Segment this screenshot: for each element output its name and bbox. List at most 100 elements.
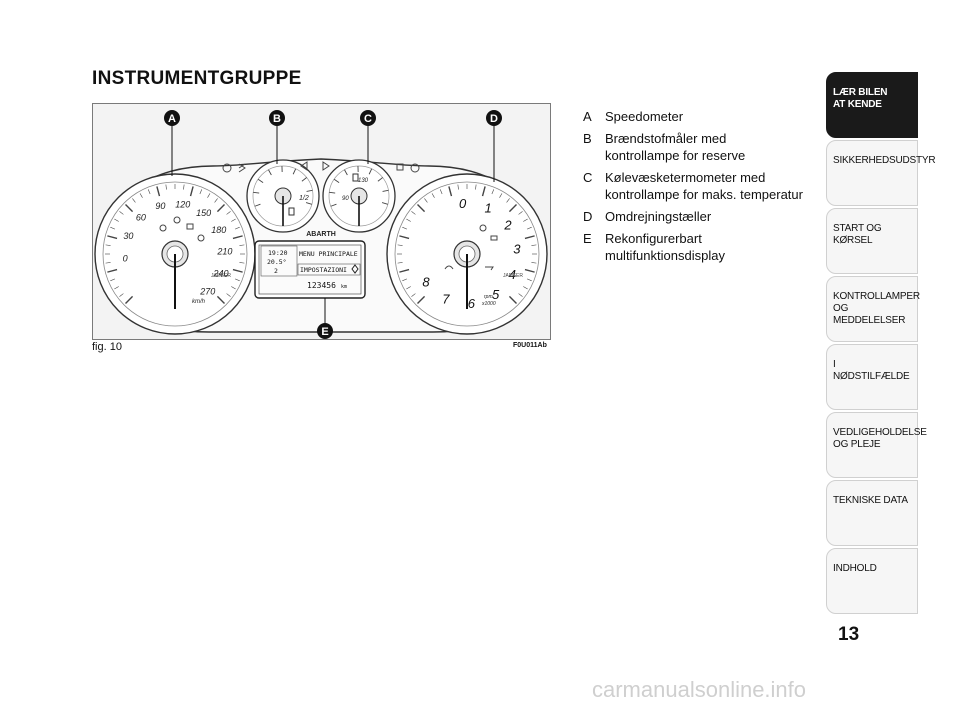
temp-gauge-tick [330,203,337,207]
speedometer-tick-label: 210 [216,246,232,256]
speedometer-tick-label: 120 [175,200,190,210]
temp-gauge-tick [382,189,389,192]
tachometer-tick-label: 6 [468,296,476,311]
callout-letter: B [273,113,281,125]
tab-label: I NØDSTILFÆLDE [833,359,910,382]
callout-badge [164,110,180,126]
speedometer-tick [105,244,111,246]
display-gear: 2 [274,267,278,275]
tab-start-og-korsel[interactable]: START OG KØRSEL [826,208,918,274]
side-light-icon [238,163,246,173]
speedometer-tick [239,262,245,264]
component-legend: A Speedometer B Brændstofmåler med kontr… [583,108,803,269]
temp-gauge-tick [344,169,348,176]
speedometer-tick [165,184,167,190]
speedometer-tick [125,295,134,304]
tachometer-tick [506,198,510,203]
tachometer-tick-label: 4 [509,267,516,282]
tachometer-tick-label: 1 [485,201,492,216]
temp-gauge-tick [329,191,336,194]
speedometer-tick [119,211,124,215]
tab-vedligeholdelse[interactable]: VEDLIGEHOLDELSE OG PLEJE [826,412,927,478]
tab-label: INDHOLD [833,563,877,574]
figure-code: F0U011Ab [513,342,547,349]
airbag-warning-icon [479,224,487,232]
speedometer-maker: JAEGER [211,273,231,279]
tab-laer-bilen-at-kende[interactable]: LÆR BILEN AT KENDE [826,72,918,138]
page-heading: INSTRUMENTGRUPPE [92,68,302,89]
temp-high-mark: 130 [358,178,369,184]
speedometer-tick [216,204,225,213]
tachometer-tick [524,235,535,240]
tab-label: AT KENDE [833,99,882,110]
speedometer-tick-label: 60 [136,212,146,222]
tachometer-tick [424,198,428,203]
speedometer-tick-label: 240 [213,269,229,279]
callout-badge [317,323,333,339]
tab-tekniske-data[interactable]: TEKNISKE DATA [826,480,918,546]
display-odometer: 123456 [307,281,336,290]
speedometer-tick [110,278,116,282]
temp-gauge-tick [381,202,388,205]
tachometer-tick [499,193,503,198]
callout-letter: C [364,113,372,125]
tachometer-tick [406,286,411,290]
tab-label: KONTROLLAMPER [833,291,920,302]
figure-caption: fig. 10 [92,341,122,353]
fuel-gauge-tick [268,169,272,176]
tachometer-tick [397,262,403,264]
chapter-tabs: LÆR BILEN AT KENDE SIKKERHEDSUDSTYR STAR… [826,72,936,616]
legend-text: Speedometer [605,109,684,124]
speedometer-tick [232,235,243,240]
temp-gauge-tick [377,177,383,182]
speedometer-unit: km/h [192,299,206,305]
tachometer-tick [448,186,453,197]
legend-item-d: D Omdrejningstæller [583,208,803,225]
high-beam-icon [396,163,404,171]
speedometer-tick [216,295,225,304]
tachometer-unit-top: rpm [484,294,493,300]
speedometer-tick [214,198,218,203]
tab-kontrollamper[interactable]: KONTROLLAMPER OG MEDDELELSER [826,276,920,342]
tachometer-tick [439,189,443,195]
fuel-gauge-tick [301,177,307,182]
callout-badge [486,110,502,126]
tab-sikkerhedsudstyr[interactable]: SIKKERHEDSUDSTYR [826,140,936,206]
temp-gauge-tick [333,178,340,183]
fuel-gauge-tick [254,203,261,207]
tachometer-tick [523,286,528,290]
rear-fog-icon [410,163,420,173]
speedometer-tick [234,278,240,282]
tachometer-tick [508,295,517,304]
oil-warning-icon [485,266,494,271]
brake-warning-icon [159,224,167,232]
speedometer-tick-label: 30 [123,231,133,241]
fuel-gauge-tick [253,191,260,194]
tachometer-tick [402,278,408,282]
legend-item-a: A Speedometer [583,108,803,125]
tab-label: TEKNISKE DATA [833,495,908,506]
tab-i-nodstilfaelde[interactable]: I NØDSTILFÆLDE [826,344,918,410]
speedometer-tick [226,293,231,297]
tachometer-tick [411,293,416,297]
temp-low-mark: 90 [342,196,349,202]
tachometer-tick [399,235,410,240]
legend-text: Omdrejningstæller [605,209,712,224]
display-screen [258,244,362,295]
tachometer-tick-label: 7 [442,291,450,306]
speedometer-tick [226,211,231,215]
tab-label: OG MEDDELELSER [833,303,906,326]
tachometer-unit-bottom: x1000 [481,301,496,307]
tachometer-ring [394,181,540,327]
speedometer-tick [183,184,185,190]
watermark-text: carmanualsonline.info [592,677,807,702]
legend-text: Rekonfigurerbart multifunktionsdisplay [605,231,725,263]
speedometer-tick [105,262,111,264]
tachometer-tick [399,268,410,273]
callout-letter: D [490,113,498,125]
tab-indhold[interactable]: INDHOLD [826,548,918,614]
callout-badge [269,110,285,126]
speedometer-tick [125,204,134,213]
speedometer-tick [139,193,143,198]
tab-label: SIKKERHEDSUDSTYR [833,155,936,166]
